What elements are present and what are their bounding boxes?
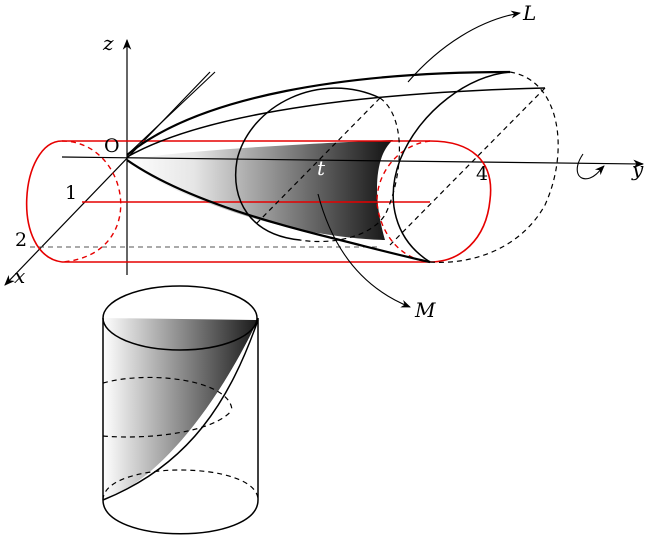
inset-section-upper — [102, 376, 233, 411]
end-ellipse-front — [392, 71, 511, 263]
lower-bounding-curve — [126, 159, 431, 264]
solid-M-label: M — [414, 298, 436, 322]
tick-2-label: 2 — [15, 229, 27, 251]
inset-cylinder — [102, 285, 259, 535]
curve-L-label: L — [522, 1, 536, 25]
shaded-surface — [127, 140, 393, 240]
leader-M — [317, 193, 411, 308]
y-axis-label: y — [631, 157, 644, 181]
inset-bottom-back — [102, 469, 259, 501]
inset-shaded-wall — [103, 318, 258, 500]
section-ellipse-front — [235, 87, 381, 241]
z-axis-label: z — [102, 31, 114, 55]
param-t-label: t — [317, 156, 326, 180]
guide-line-1 — [126, 71, 216, 156]
y-axis — [61, 156, 645, 169]
end-diameter — [389, 87, 546, 246]
tick-4-label: 4 — [476, 163, 488, 185]
inset-section-upper-front — [102, 409, 233, 438]
origin-label: O — [104, 135, 120, 157]
red-cylinder-left-end — [25, 140, 63, 263]
section-diameter — [254, 97, 381, 226]
leader-L — [407, 10, 521, 83]
inset-bottom-front — [102, 499, 259, 535]
red-cylinder-left-hidden — [61, 140, 122, 263]
inset-white-wall — [103, 320, 258, 500]
middle-bounding-curve — [126, 87, 546, 158]
upper-bounding-curve — [126, 70, 511, 156]
end-ellipse-back — [429, 71, 559, 263]
tick-1-label: 1 — [65, 182, 77, 204]
red-cylinder-right-end — [429, 140, 492, 263]
x-axis-label: x — [14, 264, 25, 288]
rotation-arrow — [576, 153, 605, 180]
